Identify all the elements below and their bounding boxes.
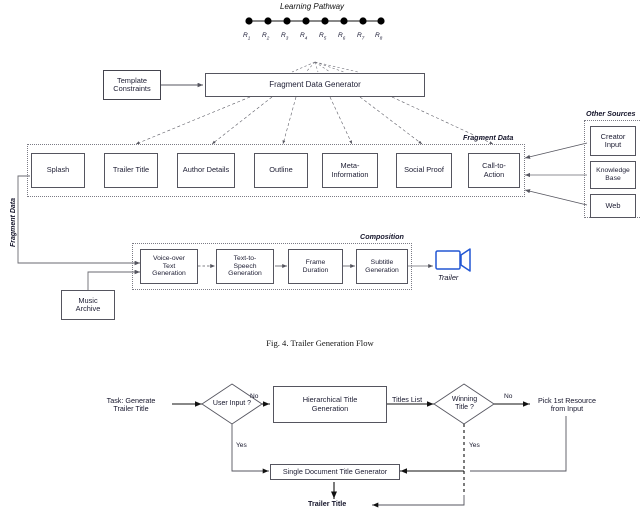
edge-label-yes-2: Yes <box>469 442 480 449</box>
fragment-data-group-label: Fragment Data <box>463 133 514 142</box>
other-source-box-knowledge-base[interactable]: Knowledge Base <box>590 161 636 189</box>
decision-user-input-label[interactable]: User Input ? <box>203 400 261 408</box>
music-archive-line1: Music <box>78 295 98 305</box>
pathway-node-label-7: R7 <box>357 32 365 41</box>
fragment-label-trailer-title: Trailer Title <box>112 165 150 175</box>
edge-label-no-2: No <box>504 393 513 400</box>
other-source-label-kb-2: Base <box>605 175 621 182</box>
pathway-node-label-3: R3 <box>281 32 289 41</box>
flow-start-label: Task: Generate Trailer Title <box>90 396 172 414</box>
pathway-node-label-6: R6 <box>338 32 346 41</box>
fragment-box-trailer-title[interactable]: Trailer Title <box>104 153 158 188</box>
hierarchical-line2: Generation <box>311 403 349 413</box>
edge-label-titles-list: Titles List <box>392 395 423 404</box>
music-archive-line2: Archive <box>75 304 101 313</box>
fragment-label-outline: Outline <box>269 165 293 175</box>
fragment-box-author-details[interactable]: Author Details <box>177 153 235 188</box>
pathway-node-label-1: R1 <box>243 32 251 41</box>
fragment-label-meta-line1: Meta- <box>340 161 360 171</box>
figure-caption: Fig. 4. Trailer Generation Flow <box>266 338 374 348</box>
composition-box-voice-over-text-generation[interactable]: Voice-over Text Generation <box>140 249 198 284</box>
composition-tts-line2: Speech <box>233 262 257 270</box>
flow-start-line2: Trailer Title <box>113 404 149 414</box>
fragment-box-call-to-action[interactable]: Call-to- Action <box>468 153 520 188</box>
fragment-box-social-proof[interactable]: Social Proof <box>396 153 452 188</box>
other-source-label-web: Web <box>605 200 621 210</box>
other-source-box-web[interactable]: Web <box>590 194 636 218</box>
fragment-label-cta-line1: Call-to- <box>482 161 506 171</box>
composition-label: Composition <box>360 232 404 241</box>
fragment-data-group <box>27 144 525 197</box>
pick-first-line1: Pick 1st Resource <box>538 396 596 405</box>
fragment-label-author-details: Author Details <box>182 165 230 175</box>
composition-frame-line1: Frame <box>305 258 326 266</box>
composition-box-frame-duration[interactable]: Frame Duration <box>288 249 343 284</box>
template-constraints-box[interactable]: Template Constraints <box>103 70 161 100</box>
composition-subtitle-line1: Subtitle <box>370 258 394 266</box>
pathway-node-label-5: R5 <box>319 32 327 41</box>
trailer-title-output-label: Trailer Title <box>308 499 347 508</box>
composition-box-subtitle-generation[interactable]: Subtitle Generation <box>356 249 408 284</box>
fragment-box-outline[interactable]: Outline <box>254 153 308 188</box>
edge-label-no-1: No <box>250 393 259 400</box>
single-doc-generator-label: Single Document Title Generator <box>282 466 388 476</box>
other-source-label-kb-1: Knowledge <box>596 167 630 175</box>
single-document-title-generator-box[interactable]: Single Document Title Generator <box>270 464 400 480</box>
fragment-label-social-proof: Social Proof <box>404 165 444 175</box>
other-sources-label: Other Sources <box>586 109 636 118</box>
other-source-label-creator-1: Creator <box>600 131 626 141</box>
composition-frame-line2: Duration <box>302 266 329 274</box>
template-constraints-line1: Template <box>117 75 147 85</box>
hierarchical-title-generation-box[interactable]: Hierarchical Title Generation <box>273 386 387 423</box>
fragment-label-meta-line2: Information <box>331 169 369 179</box>
fragment-label-cta-line2: Action <box>483 169 505 179</box>
decision-winning-line1: Winning <box>451 396 478 403</box>
decision-winning-line2: Title ? <box>455 403 474 411</box>
composition-group <box>132 243 412 290</box>
composition-box-text-to-speech-generation[interactable]: Text-to- Speech Generation <box>216 249 274 284</box>
fragment-label-splash: Splash <box>46 165 70 175</box>
fragment-data-generator-box[interactable]: Fragment Data Generator <box>205 73 425 97</box>
edge-label-yes-1: Yes <box>236 442 247 449</box>
trailer-output-label: Trailer <box>438 273 459 282</box>
template-constraints-line2: Constraints <box>113 84 151 93</box>
composition-subtitle-line2: Generation <box>365 266 399 274</box>
fragment-data-side-label: Fragment Data <box>10 197 17 247</box>
fragment-box-meta-information[interactable]: Meta- Information <box>322 153 378 188</box>
other-source-label-creator-2: Input <box>604 140 622 149</box>
pathway-node-label-8: R8 <box>375 32 383 41</box>
decision-winning-title-label[interactable]: Winning Title ? <box>436 396 493 412</box>
hierarchical-line1: Hierarchical Title <box>302 395 358 405</box>
composition-tts-line3: Generation <box>228 270 262 278</box>
pick-first-resource-label: Pick 1st Resource from Input <box>526 396 608 414</box>
pathway-node-label-4: R4 <box>300 32 308 41</box>
fragment-box-splash[interactable]: Splash <box>31 153 85 188</box>
composition-voice-line2: Text <box>162 262 176 270</box>
fragment-data-generator-label: Fragment Data Generator <box>269 79 361 89</box>
composition-voice-line3: Generation <box>152 270 186 278</box>
decision-user-input-text: User Input ? <box>212 400 252 407</box>
flow-start-line1: Task: Generate <box>106 396 156 405</box>
music-archive-box[interactable]: Music Archive <box>61 290 115 320</box>
other-source-box-creator-input[interactable]: Creator Input <box>590 126 636 156</box>
learning-pathway-title: Learning Pathway <box>280 2 345 11</box>
pathway-node-label-2: R2 <box>262 32 270 41</box>
pick-first-line2: from Input <box>550 404 584 414</box>
composition-tts-line1: Text-to- <box>233 255 257 263</box>
composition-voice-line1: Voice-over <box>152 255 186 263</box>
